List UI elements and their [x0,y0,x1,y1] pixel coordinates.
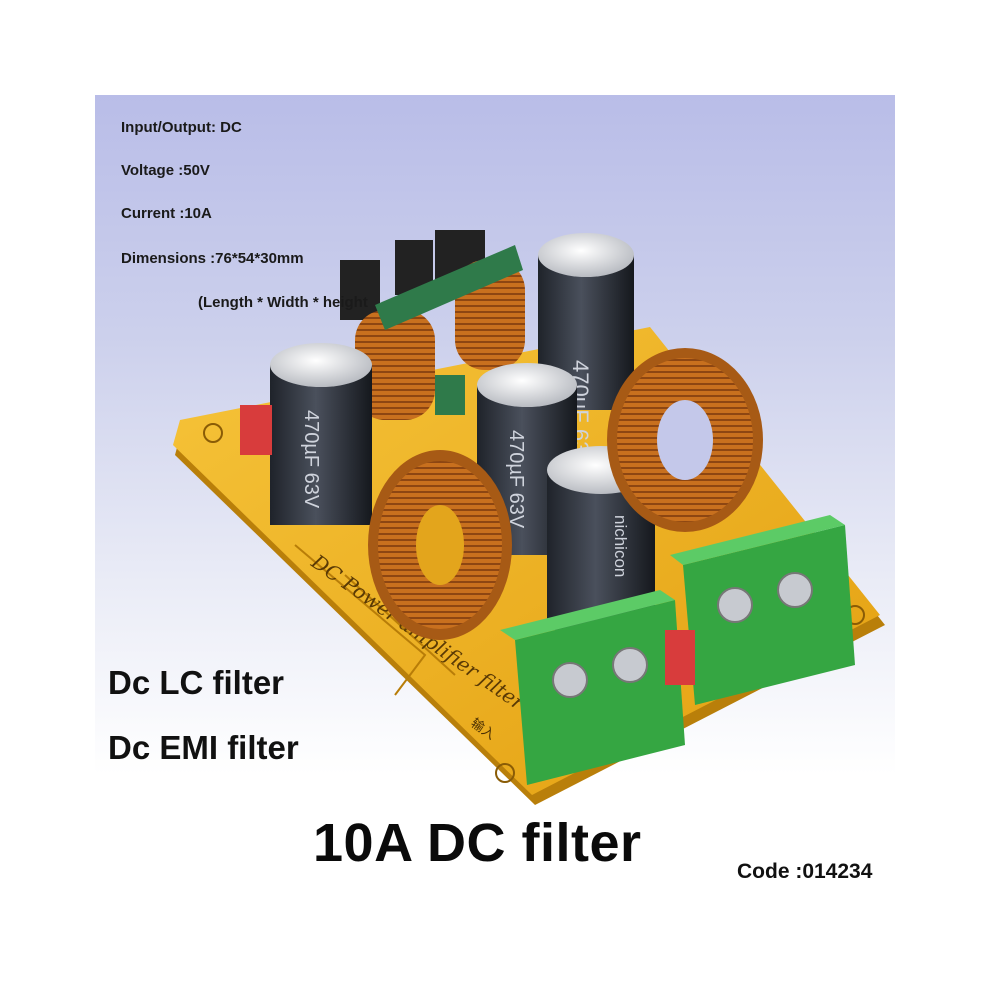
capacitor-left: 470µF 63V [270,343,372,525]
product-title: 10A DC filter [313,813,642,873]
screw-terminal-output [670,515,855,705]
spec-voltage: Voltage :50V [121,162,210,179]
capacitor-rating: 470µF 63V [505,430,527,529]
screw-terminal-input [500,590,685,785]
capacitor-back: 470µF 63V [538,233,634,468]
film-capacitor [240,405,272,455]
toroid-inductor-left [368,450,512,640]
spec-dimensions-note: (Length * Width * height [198,294,368,311]
product-code: Code :014234 [737,860,873,883]
toroid-inductor-right [607,348,763,532]
spec-dimensions: Dimensions :76*54*30mm [121,250,304,267]
film-capacitor [665,630,695,685]
spec-current: Current :10A [121,205,212,222]
feature-lc-filter: Dc LC filter [108,664,285,701]
filter-board-illustration: DC Power amplifier filter 输入 470µF 63V 4… [173,230,885,805]
capacitor-rating: 470µF 63V [300,410,322,509]
product-photo: DC Power amplifier filter 输入 470µF 63V 4… [95,95,895,895]
capacitor-brand: nichicon [611,515,630,577]
feature-emi-filter: Dc EMI filter [108,729,299,766]
spec-io: Input/Output: DC [121,119,242,136]
common-mode-choke [340,230,525,420]
